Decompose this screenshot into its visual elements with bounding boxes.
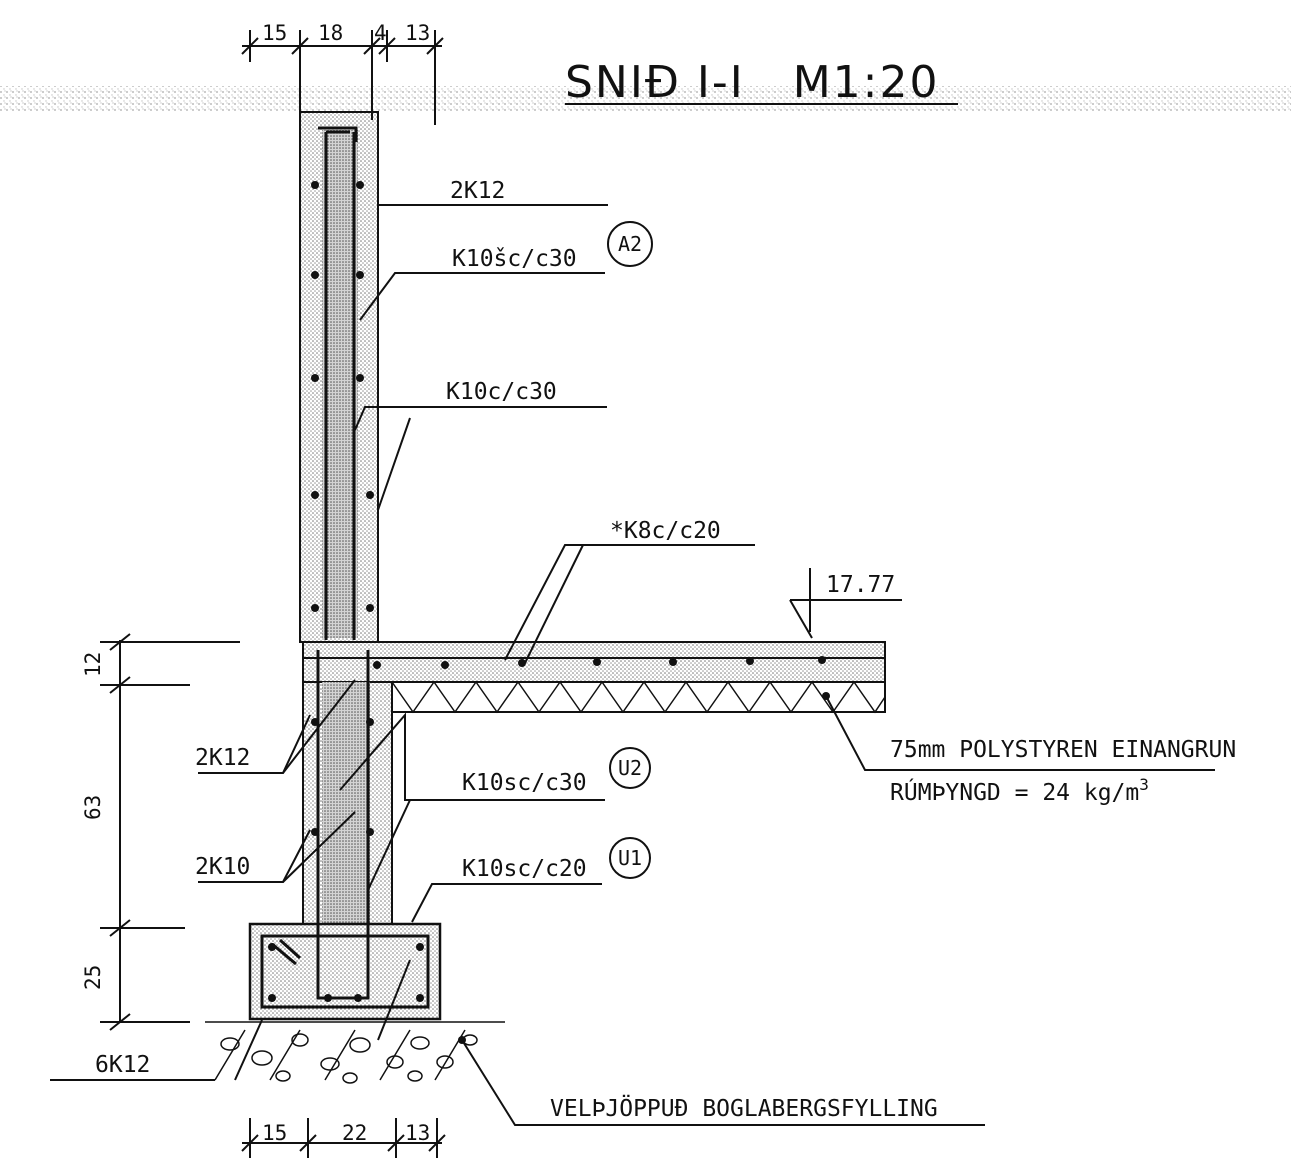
left-dim-25: 25 [81,965,105,990]
top-dimension-chain [241,30,444,125]
upper-wall [299,111,379,643]
tag-u2-circle [609,747,651,789]
tag-u1: U1 [618,846,642,870]
note-density: RÚMÞYNGD = 24 kg/m3 [890,775,1149,806]
left-dim-63: 63 [81,795,105,820]
label-a2-rebar: K10šc/c30 [452,246,577,272]
note-density-text: RÚMÞYNGD = 24 kg/m [890,778,1139,806]
tag-a2-circle [607,221,653,267]
label-u1-rebar: K10sc/c20 [462,856,587,882]
top-dim-1: 15 [262,21,287,45]
bottom-dim-3: 13 [405,1121,430,1145]
level-marker [789,568,902,639]
label-u2-rebar: K10sc/c30 [462,770,587,796]
leader-lines [234,204,1215,1126]
gravel-fill [205,1021,505,1084]
left-dim-12: 12 [81,652,105,677]
note-fill: VELÞJÖPPUÐ BOGLABERGSFYLLING [550,1094,938,1122]
bottom-dimension-chain [241,1118,446,1158]
note-density-superscript: 3 [1139,775,1149,794]
bottom-dim-2: 22 [342,1121,367,1145]
label-footing-rebar: 6K12 [95,1052,150,1078]
insulation-layer [391,680,886,714]
bottom-dim-1: 15 [262,1121,287,1145]
label-wall-2k10: 2K10 [195,854,250,880]
tag-u2: U2 [618,756,642,780]
label-wall-2k12: 2K12 [195,745,250,771]
left-leader-lines [50,679,356,1081]
level-value: 17.77 [826,572,895,598]
top-dim-3: 4 [374,21,387,45]
label-wall-top-rebar: 2K12 [450,178,505,204]
label-slab-rebar: *K8c/c20 [610,518,721,544]
top-dim-4: 13 [405,21,430,45]
scan-noise-band [0,86,1291,112]
tag-u1-circle [609,837,651,879]
top-dim-2: 18 [318,21,343,45]
drawing-title: SNIÐ I-I M1:20 [565,57,939,108]
label-wall-vertical-rebar: K10c/c30 [446,379,557,405]
left-dimension-chain [100,633,240,1031]
tag-a2: A2 [618,232,642,256]
footing [248,650,442,1021]
note-insulation: 75mm POLYSTYREN EINANGRUN [890,737,1236,763]
